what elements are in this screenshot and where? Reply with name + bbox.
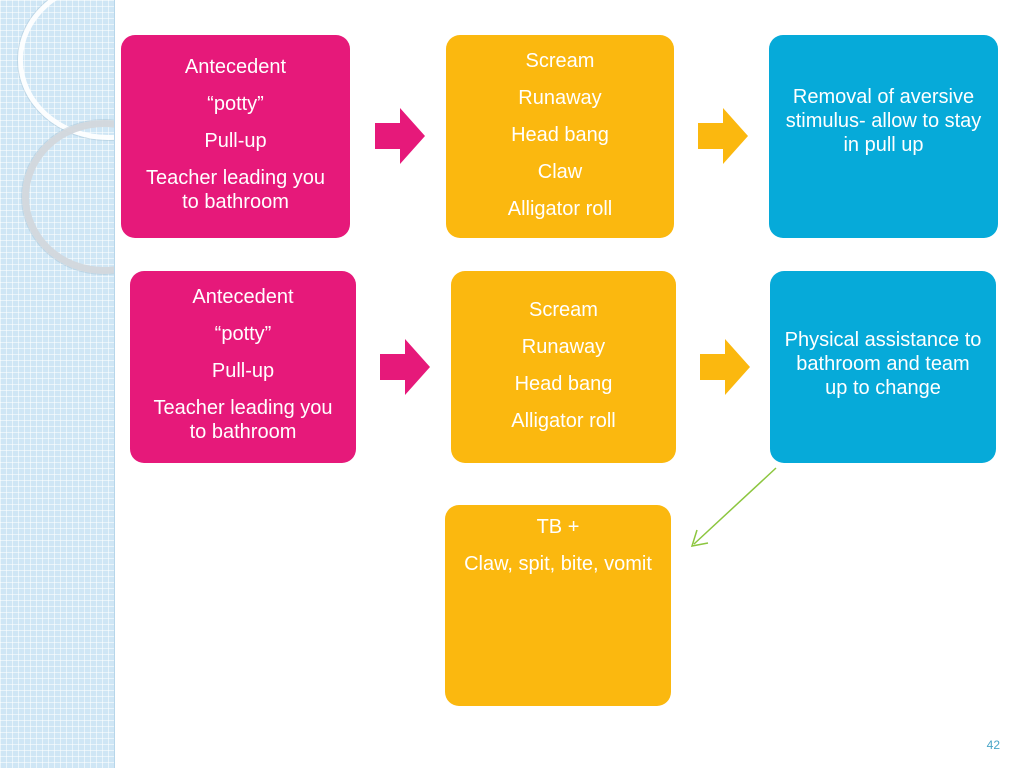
arrow-right-icon <box>700 339 750 395</box>
consequence-box-2: Physical assistance to bathroom and team… <box>770 271 996 463</box>
decorative-ring <box>18 0 114 140</box>
antecedent-line: “potty” <box>207 93 264 115</box>
result-text: Claw, spit, bite, vomit <box>464 553 652 575</box>
behavior-item: Alligator roll <box>507 198 613 220</box>
consequence-text: Removal of aversive stimulus- allow to s… <box>785 86 982 156</box>
result-heading: TB + <box>536 516 580 538</box>
antecedent-line: “potty” <box>214 323 272 345</box>
decorative-sidebar <box>0 0 115 768</box>
connector-arrow-icon <box>686 462 782 552</box>
behavior-item: Claw <box>537 161 583 183</box>
arrow-right-icon <box>698 108 748 164</box>
behavior-item: Scream <box>529 299 598 321</box>
arrow-right-icon <box>380 339 430 395</box>
behavior-item: Runaway <box>521 336 606 358</box>
antecedent-heading: Antecedent <box>192 286 294 308</box>
page-number: 42 <box>986 738 1000 752</box>
behavior-box-2: Scream Runaway Head bang Alligator roll <box>451 271 676 463</box>
antecedent-line: Teacher leading you to bathroom <box>153 397 333 443</box>
consequence-box-1: Removal of aversive stimulus- allow to s… <box>769 35 998 238</box>
antecedent-box-2: Antecedent “potty” Pull-up Teacher leadi… <box>130 271 356 463</box>
behavior-item: Runaway <box>518 87 602 109</box>
behavior-item: Head bang <box>514 373 613 395</box>
antecedent-line: Teacher leading you to bathroom <box>145 167 325 213</box>
arrow-right-icon <box>375 108 425 164</box>
antecedent-box-1: Antecedent “potty” Pull-up Teacher leadi… <box>121 35 350 238</box>
behavior-item: Head bang <box>511 124 609 146</box>
behavior-box-1: Scream Runaway Head bang Claw Alligator … <box>446 35 674 238</box>
behavior-item: Alligator roll <box>511 410 616 432</box>
antecedent-line: Pull-up <box>211 360 275 382</box>
result-box: TB + Claw, spit, bite, vomit <box>445 505 671 706</box>
antecedent-line: Pull-up <box>204 130 267 152</box>
behavior-item: Scream <box>525 50 595 72</box>
consequence-text: Physical assistance to bathroom and team… <box>784 329 982 399</box>
antecedent-heading: Antecedent <box>184 56 287 78</box>
decorative-ring <box>22 120 114 274</box>
